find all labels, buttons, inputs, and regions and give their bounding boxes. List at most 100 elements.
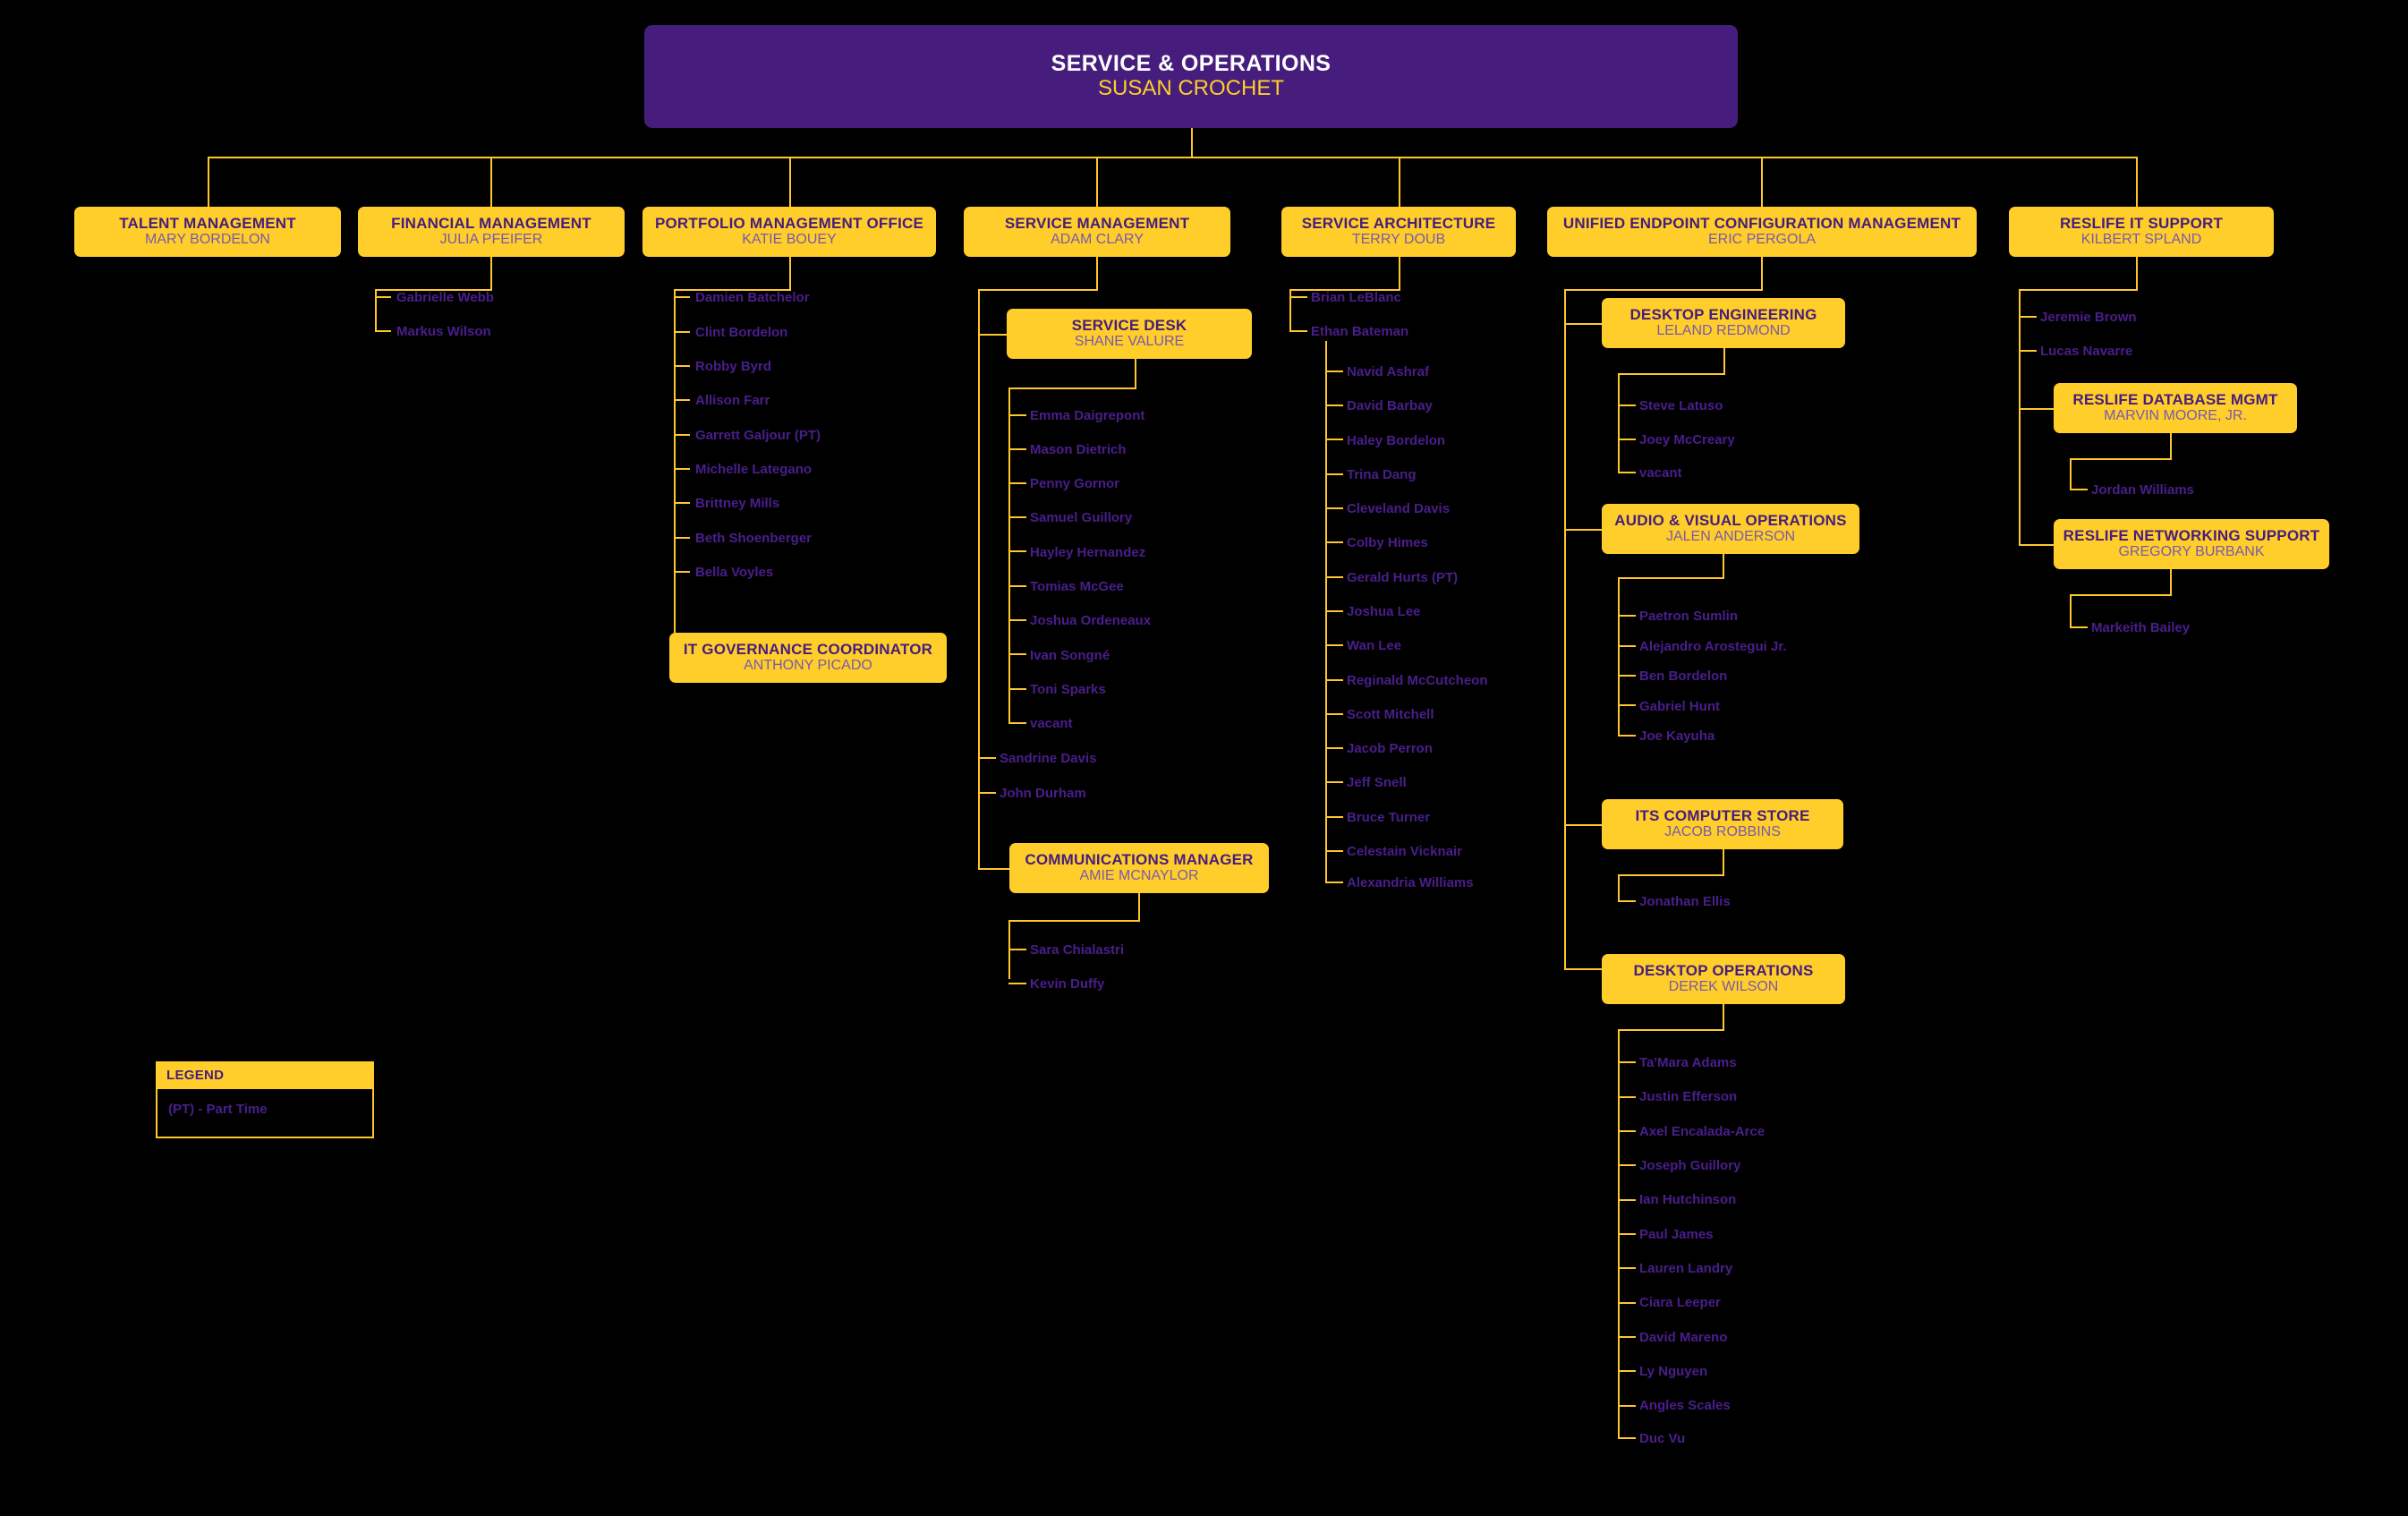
staff-name: Damien Batchelor	[695, 290, 810, 305]
node-communications-manager[interactable]: COMMUNICATIONS MANAGER AMIE MCNAYLOR	[1009, 843, 1269, 893]
connector-desktopeng-tick-1	[1618, 439, 1636, 440]
staff-name: Sara Chialastri	[1030, 942, 1125, 958]
connector-drop-uecm	[1761, 157, 1763, 207]
node-service-management[interactable]: SERVICE MANAGEMENT ADAM CLARY	[964, 207, 1230, 257]
connector-servicedesk-stem	[1135, 359, 1136, 388]
node-service-architecture[interactable]: SERVICE ARCHITECTURE TERRY DOUB	[1281, 207, 1516, 257]
staff-name: vacant	[1639, 465, 1682, 481]
connector-desktopeng-stem	[1723, 348, 1725, 373]
legend-body: (PT) - Part Time	[156, 1089, 374, 1138]
node-person: JALEN ANDERSON	[1665, 529, 1796, 545]
connector-bateman-tick-4	[1325, 507, 1343, 509]
staff-name: Haley Bordelon	[1347, 433, 1446, 448]
node-desktop-operations[interactable]: DESKTOP OPERATIONS DEREK WILSON	[1602, 954, 1845, 1004]
connector-resnet-elbow	[2070, 594, 2172, 596]
node-person: AMIE MCNAYLOR	[1079, 868, 1199, 884]
connector-desktopops-tick-2	[1618, 1130, 1636, 1132]
connector-financial-elbow	[375, 289, 492, 291]
connector-servicedesk-elbow	[1008, 388, 1136, 389]
staff-name: Reginald McCutcheon	[1347, 673, 1488, 688]
staff-name: Gabrielle Webb	[396, 290, 494, 305]
staff-name: Penny Gornor	[1030, 476, 1120, 491]
node-person: LELAND REDMOND	[1656, 323, 1791, 339]
connector-reslife-to-networking	[2019, 544, 2060, 546]
connector-desktopops-tick-8	[1618, 1336, 1636, 1338]
connector-servicedesk-tick-4	[1008, 550, 1026, 552]
connector-uecm-to-desktop-ops	[1564, 968, 1605, 970]
connector-desktopops-tick-11	[1618, 1437, 1636, 1439]
node-it-governance-coordinator[interactable]: IT GOVERNANCE COORDINATOR ANTHONY PICADO	[669, 633, 947, 683]
connector-svcmgmt-tick-a	[978, 757, 996, 759]
connector-pmo-elbow	[674, 289, 791, 291]
node-person: DEREK WILSON	[1668, 979, 1779, 995]
node-audio-visual-operations[interactable]: AUDIO & VISUAL OPERATIONS JALEN ANDERSON	[1602, 504, 1859, 554]
connector-desktopops-tick-5	[1618, 1233, 1636, 1235]
staff-name: Ciara Leeper	[1639, 1295, 1721, 1310]
connector-uecm-elbow	[1564, 289, 1763, 291]
connector-comms-elbow	[1008, 920, 1140, 922]
connector-pmo-tick-4	[674, 434, 690, 436]
connector-av-stem	[1723, 554, 1724, 577]
node-talent-management[interactable]: TALENT MANAGEMENT MARY BORDELON	[74, 207, 341, 257]
connector-store-tick-0	[1618, 900, 1636, 902]
connector-servicedesk-tick-7	[1008, 653, 1026, 655]
staff-name: Navid Ashraf	[1347, 364, 1429, 379]
connector-comms-tick-1	[1008, 983, 1026, 984]
node-reslife-database-mgmt[interactable]: RESLIFE DATABASE MGMT MARVIN MOORE, JR.	[2054, 383, 2297, 433]
staff-name: Allison Farr	[695, 393, 770, 408]
staff-name: Sandrine Davis	[1000, 751, 1097, 766]
connector-pmo-tick-6	[674, 502, 690, 504]
node-service-and-operations[interactable]: SERVICE & OPERATIONS SUSAN CROCHET	[644, 25, 1738, 128]
connector-uecm-to-desktop-eng	[1564, 323, 1605, 325]
node-financial-management[interactable]: FINANCIAL MANAGEMENT JULIA PFEIFER	[358, 207, 625, 257]
staff-name: Alexandria Williams	[1347, 875, 1474, 890]
staff-name: Angles Scales	[1639, 1398, 1731, 1413]
node-reslife-it-support[interactable]: RESLIFE IT SUPPORT KILBERT SPLAND	[2009, 207, 2274, 257]
node-title: ITS COMPUTER STORE	[1635, 807, 1810, 825]
node-person: TERRY DOUB	[1351, 232, 1446, 248]
node-person: ERIC PERGOLA	[1707, 232, 1817, 248]
node-portfolio-management-office[interactable]: PORTFOLIO MANAGEMENT OFFICE KATIE BOUEY	[642, 207, 936, 257]
connector-desktopeng-spine	[1618, 373, 1620, 472]
connector-store-spine	[1618, 874, 1620, 900]
connector-pmo-tick-8	[674, 571, 690, 573]
connector-desktopops-tick-9	[1618, 1370, 1636, 1372]
staff-name: vacant	[1030, 716, 1073, 731]
connector-servicedesk-tick-2	[1008, 482, 1026, 484]
staff-name: Celestain Vicknair	[1347, 844, 1462, 859]
connector-av-tick-4	[1618, 735, 1636, 737]
node-its-computer-store[interactable]: ITS COMPUTER STORE JACOB ROBBINS	[1602, 799, 1843, 849]
staff-name: Toni Sparks	[1030, 682, 1106, 697]
connector-desktopeng-tick-0	[1618, 405, 1636, 406]
connector-pmo-tick-7	[674, 537, 690, 539]
connector-bateman-tick-13	[1325, 816, 1343, 818]
staff-name: Jordan Williams	[2091, 482, 2194, 498]
node-service-desk[interactable]: SERVICE DESK SHANE VALURE	[1007, 309, 1252, 359]
node-title: COMMUNICATIONS MANAGER	[1025, 851, 1254, 869]
node-person: MARVIN MOORE, JR.	[2104, 408, 2247, 424]
staff-name: Markus Wilson	[396, 324, 491, 339]
node-desktop-engineering[interactable]: DESKTOP ENGINEERING LELAND REDMOND	[1602, 298, 1845, 348]
connector-desktopops-tick-6	[1618, 1267, 1636, 1269]
staff-name: Emma Daigrepont	[1030, 408, 1145, 423]
connector-drop-financial	[490, 157, 492, 207]
connector-bateman-tick-6	[1325, 576, 1343, 578]
node-person: GREGORY BURBANK	[2118, 544, 2265, 560]
connector-desktopeng-elbow	[1618, 373, 1725, 375]
node-title: PORTFOLIO MANAGEMENT OFFICE	[654, 215, 924, 233]
connector-resdb-tick-0	[2070, 489, 2088, 490]
connector-av-tick-2	[1618, 675, 1636, 677]
connector-desktopops-stem	[1723, 1004, 1724, 1029]
node-reslife-networking-support[interactable]: RESLIFE NETWORKING SUPPORT GREGORY BURBA…	[2054, 519, 2329, 569]
staff-name: Ta'Mara Adams	[1639, 1055, 1737, 1070]
node-unified-endpoint-configuration-management[interactable]: UNIFIED ENDPOINT CONFIGURATION MANAGEMEN…	[1547, 207, 1977, 257]
connector-bateman-tick-11	[1325, 747, 1343, 749]
connector-svcmgmt-tick-b	[978, 792, 996, 794]
staff-name: Ivan Songné	[1030, 648, 1110, 663]
connector-svcmgmt-spine	[978, 289, 980, 868]
node-title: SERVICE DESK	[1071, 317, 1187, 335]
staff-name: Clint Bordelon	[695, 325, 788, 340]
staff-name: Lauren Landry	[1639, 1261, 1733, 1276]
staff-name: Beth Shoenberger	[695, 531, 813, 546]
connector-desktopops-tick-3	[1618, 1164, 1636, 1166]
